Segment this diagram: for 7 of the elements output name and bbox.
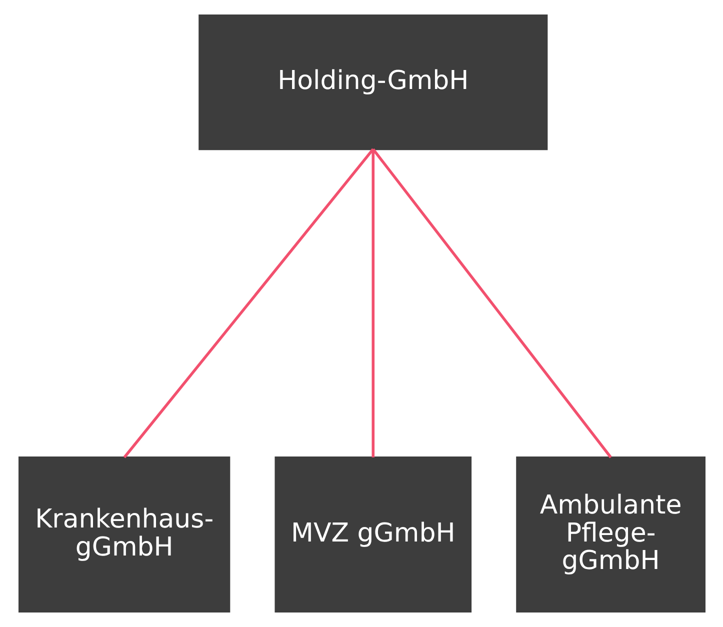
node-box: Krankenhaus- gGmbH bbox=[18, 456, 230, 612]
connector bbox=[371, 149, 374, 458]
node-box: Ambulante Pflege- gGmbH bbox=[516, 456, 705, 612]
connector bbox=[122, 148, 374, 458]
node-box: Holding-GmbH bbox=[198, 14, 548, 150]
node-box: MVZ gGmbH bbox=[274, 456, 472, 612]
connector bbox=[372, 148, 612, 458]
